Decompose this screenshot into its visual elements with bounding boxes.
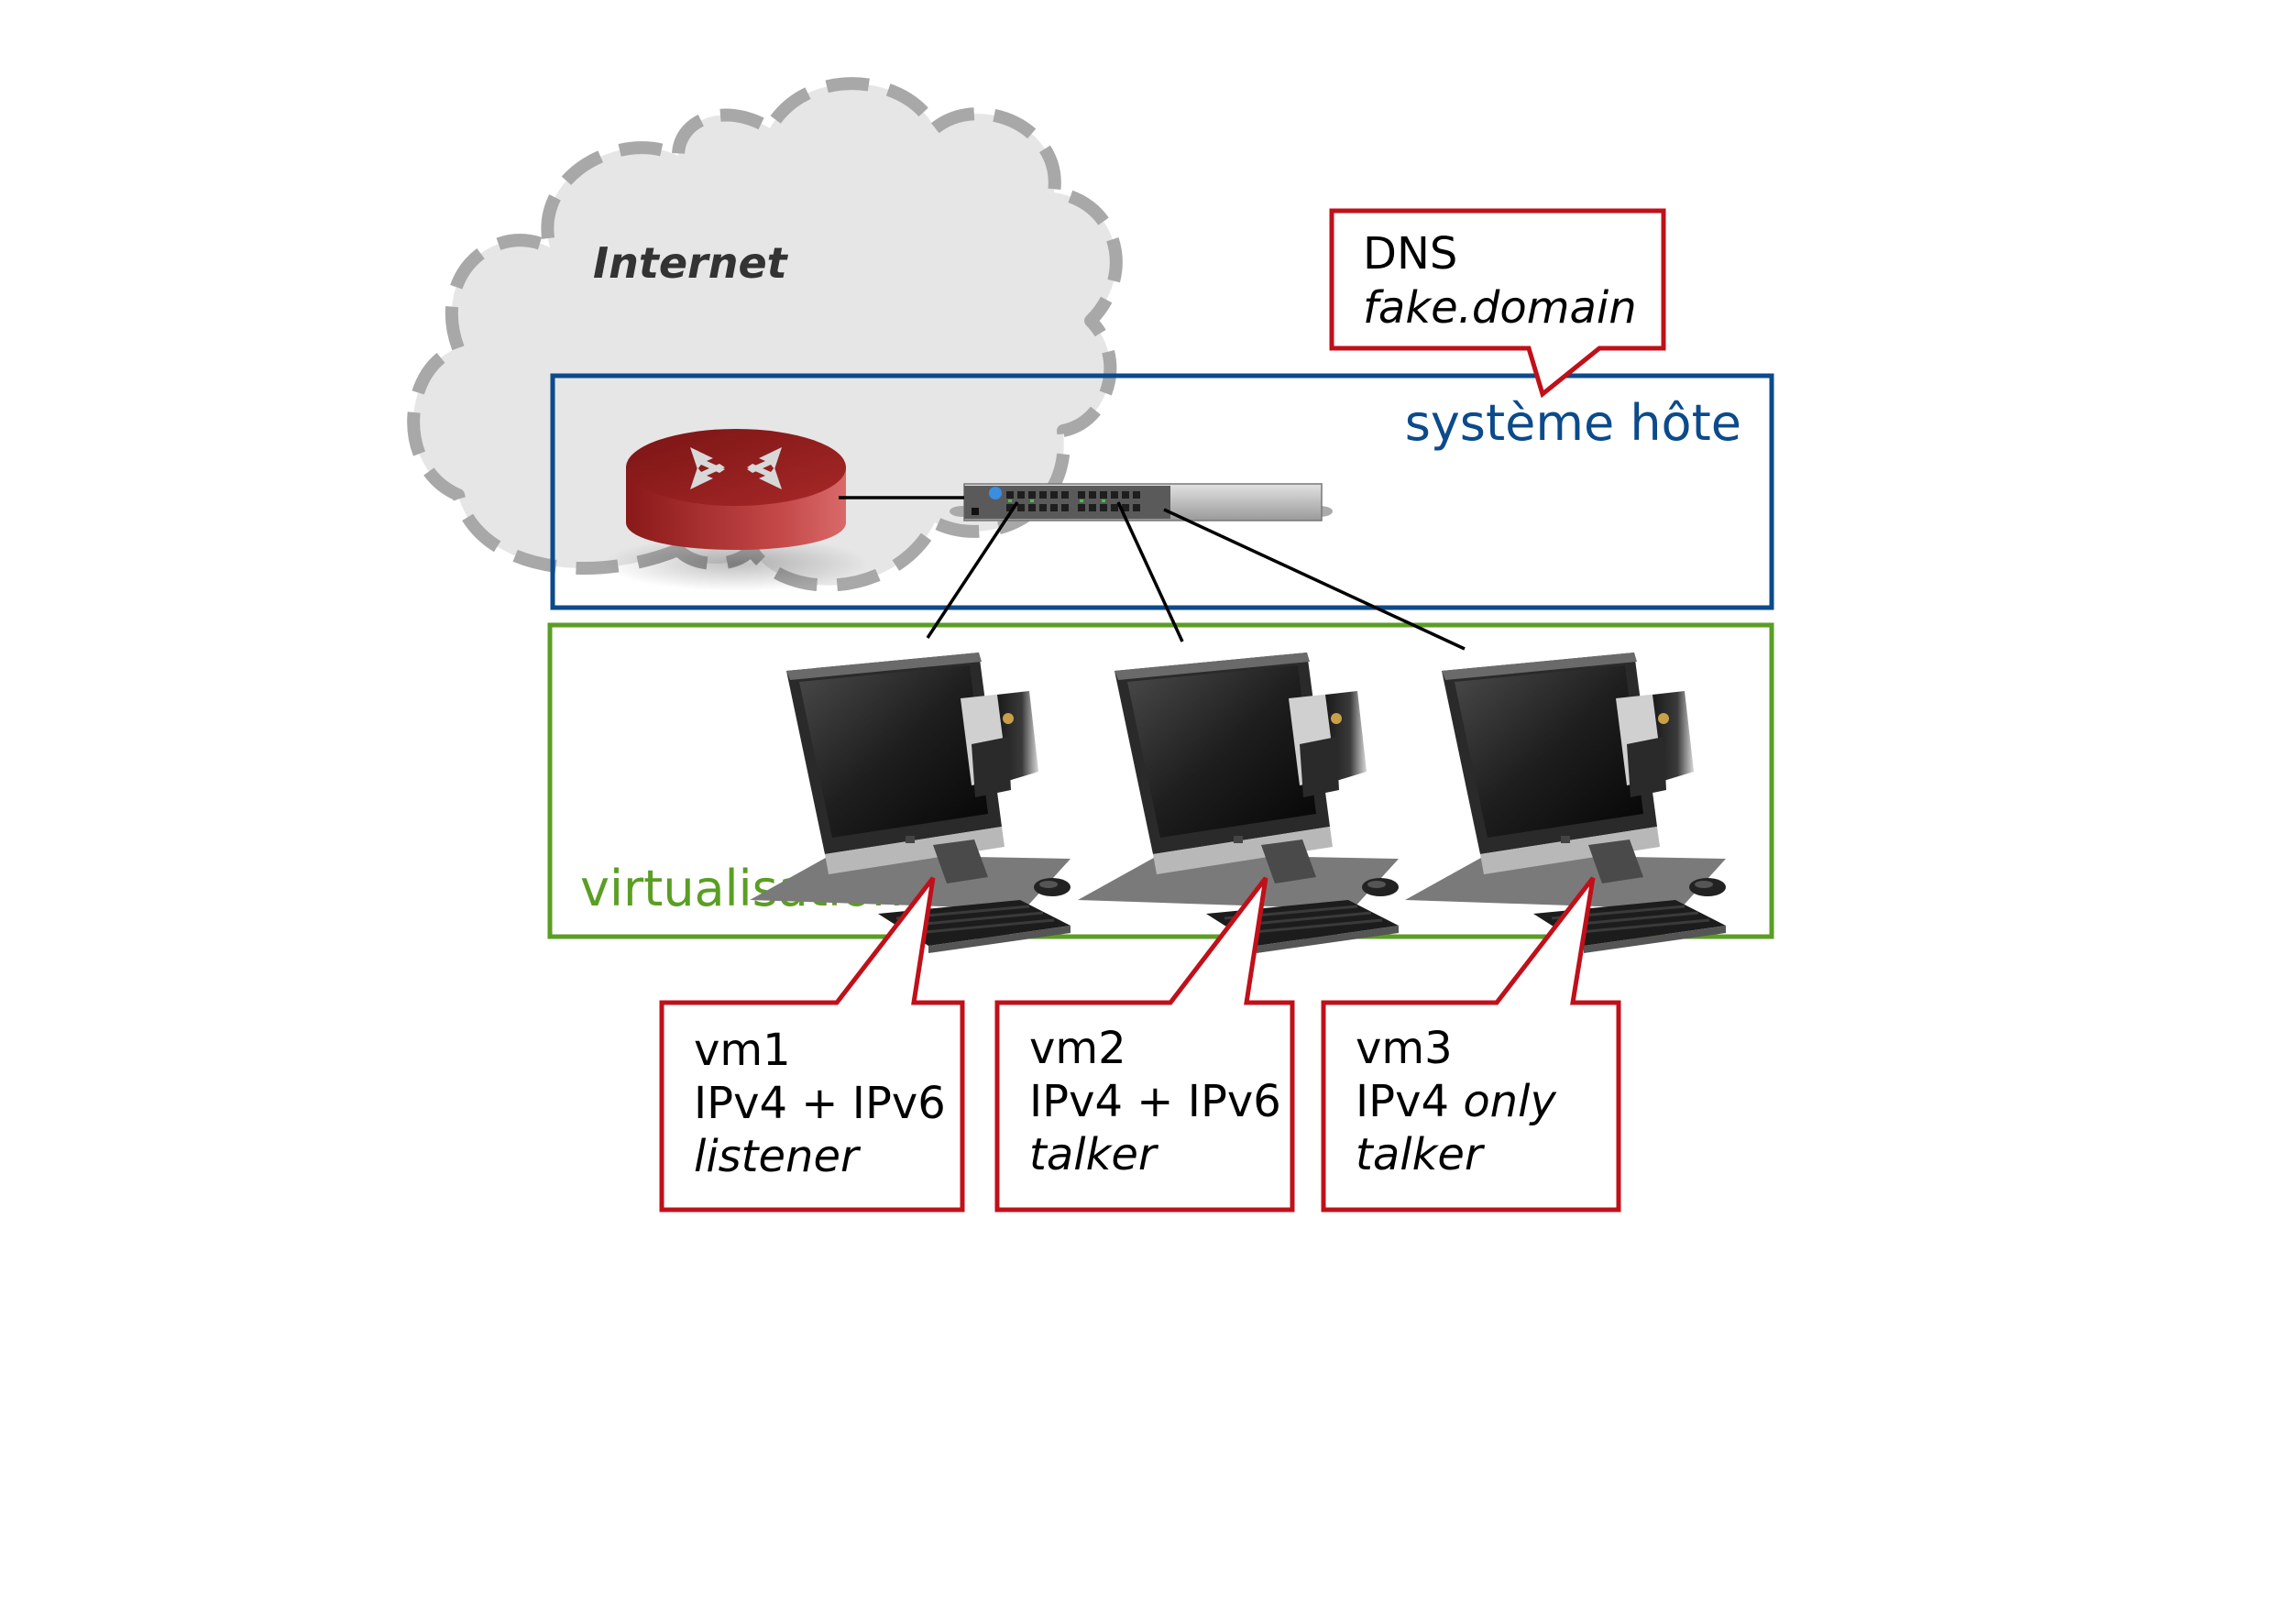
desktop-computer-icon — [1403, 651, 1728, 955]
cloud-icon — [407, 77, 1123, 592]
vm2-role: talker — [1029, 1129, 1159, 1180]
dns-domain: fake.domain — [1363, 282, 1637, 334]
host-system-box — [550, 373, 1774, 610]
virtualization-box — [547, 622, 1774, 939]
dns-title: DNS — [1363, 228, 1457, 280]
vm2-callout — [994, 876, 1295, 1213]
router-icon — [603, 429, 869, 591]
internet-label: Internet — [593, 238, 789, 288]
switch-icon — [950, 483, 1333, 521]
link-switch-vm3 — [1163, 508, 1466, 651]
vm2-protocols: IPv4 + IPv6 — [1029, 1076, 1281, 1127]
vm1-protocols: IPv4 + IPv6 — [694, 1078, 946, 1129]
vm3-callout — [1321, 876, 1621, 1213]
vm1-callout — [659, 876, 965, 1213]
vm3-role: talker — [1356, 1129, 1486, 1180]
vm1-role: listener — [694, 1131, 862, 1182]
vm2-name: vm2 — [1029, 1023, 1126, 1074]
vm3-protocols: IPv4 only — [1356, 1076, 1556, 1127]
link-switch-vm2 — [1116, 501, 1184, 642]
link-switch-vm1 — [926, 501, 1019, 639]
dns-callout — [1329, 208, 1666, 399]
host-system-label: système hôte — [1405, 394, 1741, 452]
network-links — [839, 496, 1466, 651]
vm3-name: vm3 — [1356, 1023, 1453, 1074]
desktop-computer-icon — [1076, 651, 1400, 955]
vm1-name: vm1 — [694, 1025, 791, 1076]
